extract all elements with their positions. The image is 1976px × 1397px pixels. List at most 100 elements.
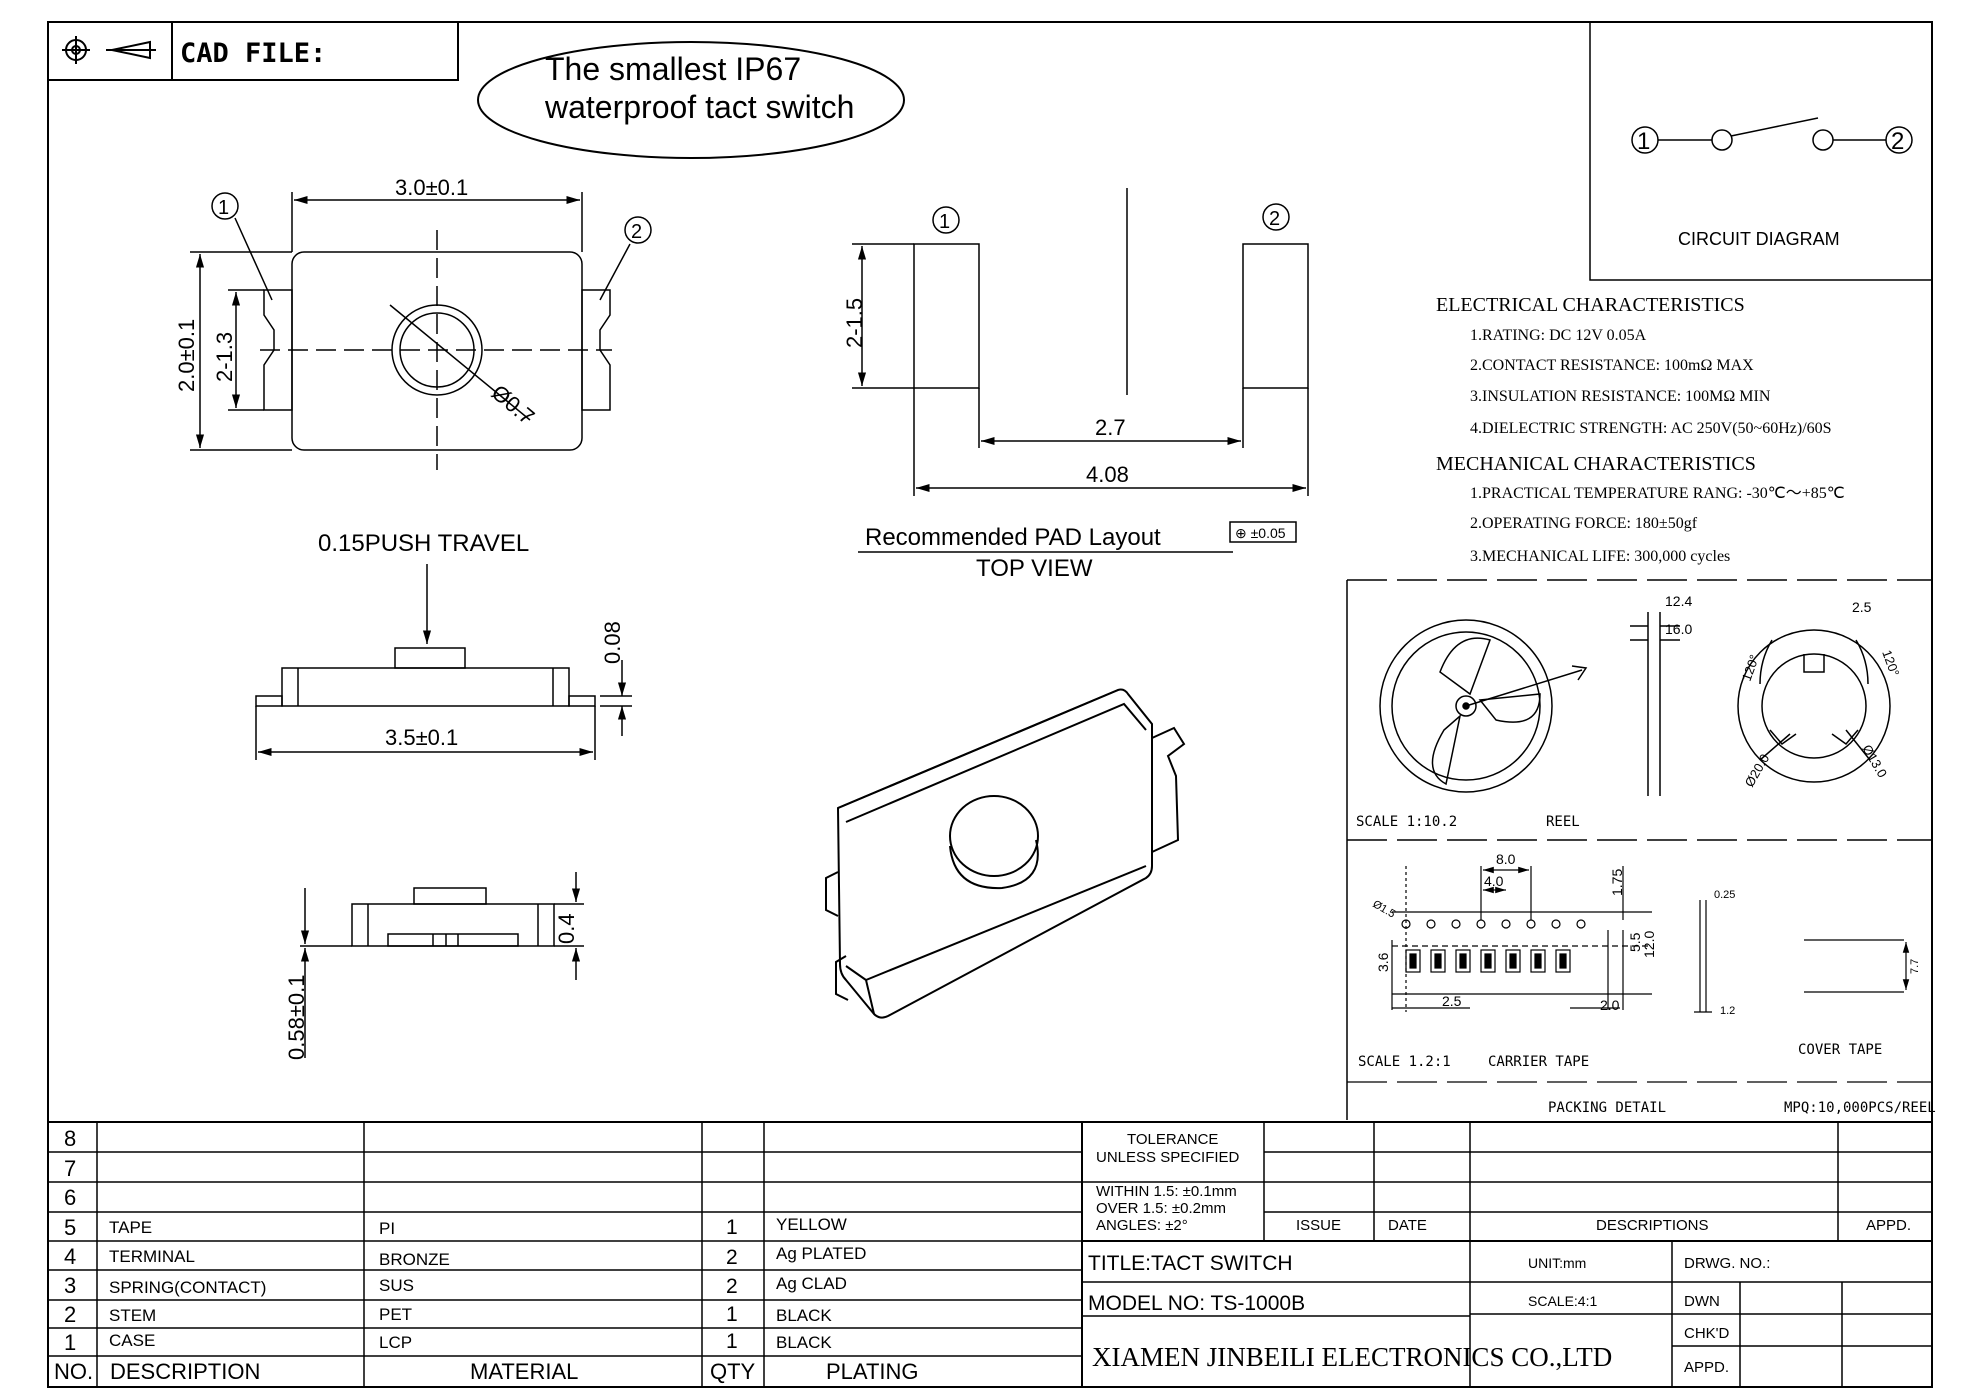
- electrical-item: 1.RATING: DC 12V 0.05A: [1470, 327, 1647, 344]
- bom-qty: 1: [726, 1330, 738, 1353]
- banner-line-2: waterproof tact switch: [544, 89, 854, 125]
- bom-material: PET: [379, 1305, 412, 1324]
- bom-qty: 2: [726, 1246, 738, 1269]
- reel-dim-25: 2.5: [1852, 599, 1872, 615]
- carrier-dim-20: 2.0: [1600, 997, 1620, 1013]
- reel-scale: SCALE 1:10.2: [1356, 814, 1457, 830]
- bom-row-number: 5: [64, 1215, 76, 1240]
- circuit-pin-2: 2: [1891, 128, 1904, 155]
- dwn-label: DWN: [1684, 1293, 1720, 1310]
- circuit-pin-1: 1: [1637, 128, 1650, 155]
- top-view-labels: 3.0±0.1 2.0±0.1 2-1.3 Ø0.7 1 2: [174, 175, 642, 429]
- pad-pin-2: 2: [1269, 208, 1280, 230]
- top-view-drawing: [190, 192, 652, 470]
- characteristics-block: ELECTRICAL CHARACTERISTICS 1.RATING: DC …: [1436, 294, 1845, 565]
- tolerance-angles: ANGLES: ±2°: [1096, 1217, 1188, 1234]
- mechanical-item: 1.PRACTICAL TEMPERATURE RANG: -30℃～+85℃: [1470, 485, 1845, 502]
- dim-terminal-label: 2-1.3: [212, 332, 237, 382]
- packing-detail-label: PACKING DETAIL: [1548, 1100, 1666, 1116]
- issue-header: ISSUE: [1296, 1217, 1341, 1234]
- descriptions-header: DESCRIPTIONS: [1596, 1217, 1709, 1234]
- cover-tape-label: COVER TAPE: [1798, 1042, 1882, 1058]
- unit-label: UNIT:mm: [1528, 1255, 1586, 1271]
- bom-desc: TAPE: [109, 1218, 152, 1237]
- bom-desc: STEM: [109, 1306, 156, 1325]
- cad-file-label: CAD FILE:: [180, 38, 326, 69]
- mechanical-item: 3.MECHANICAL LIFE: 300,000 cycles: [1470, 548, 1730, 565]
- bom-qty: 1: [726, 1303, 738, 1326]
- reel-angle-1: 120°: [1739, 653, 1762, 683]
- scale-label: SCALE:4:1: [1528, 1293, 1597, 1309]
- bom-plating: Ag PLATED: [776, 1244, 866, 1263]
- bom-desc: CASE: [109, 1331, 155, 1350]
- dim-height-label: 2.0±0.1: [174, 319, 199, 392]
- top-pin-2: 2: [631, 221, 642, 243]
- reel-dim-130: Ø13.0: [1859, 742, 1890, 780]
- bom-material: BRONZE: [379, 1250, 450, 1269]
- bom-row-number: 7: [64, 1156, 76, 1181]
- circuit-diagram: 1 2 CIRCUIT DIAGRAM: [1589, 21, 1933, 281]
- circuit-caption: CIRCUIT DIAGRAM: [1678, 229, 1840, 249]
- bom-row-number: 3: [64, 1273, 76, 1298]
- tolerance-over: OVER 1.5: ±0.2mm: [1096, 1200, 1226, 1217]
- end-dim-terminal: 0.4: [554, 913, 579, 944]
- bom-plating: BLACK: [776, 1306, 832, 1325]
- mechanical-heading: MECHANICAL CHARACTERISTICS: [1436, 453, 1756, 475]
- bom-qty: 1: [726, 1216, 738, 1239]
- reel-section: [1346, 579, 1932, 1120]
- reel-dim-160: 16.0: [1665, 621, 1692, 637]
- chkd-label: CHK'D: [1684, 1325, 1730, 1342]
- bom-plating: Ag CLAD: [776, 1274, 847, 1293]
- bom-header-qty: QTY: [710, 1359, 756, 1384]
- isometric-switch-drawing: [825, 688, 1186, 1019]
- reel-label: REEL: [1546, 814, 1580, 830]
- bom-qty: 2: [726, 1275, 738, 1298]
- title-banner: The smallest IP67 waterproof tact switch: [477, 41, 905, 159]
- reel-dim-124: 12.4: [1665, 593, 1692, 609]
- drawing-title: TITLE:TACT SWITCH: [1088, 1252, 1293, 1275]
- tolerance-within: WITHIN 1.5: ±0.1mm: [1096, 1183, 1237, 1200]
- carrier-dim-025: 0.25: [1714, 889, 1735, 901]
- mechanical-item: 2.OPERATING FORCE: 180±50gf: [1470, 515, 1698, 532]
- company-name: XIAMEN JINBEILI ELECTRONICS CO.,LTD: [1092, 1342, 1612, 1372]
- bom-row-number: 1: [64, 1330, 76, 1355]
- push-travel-label: 0.15PUSH TRAVEL: [318, 530, 529, 557]
- carrier-tape-section: [1347, 866, 1932, 1083]
- pad-layout-drawing: [852, 188, 1309, 553]
- electrical-item: 4.DIELECTRIC STRENGTH: AC 250V(50~60Hz)/…: [1470, 420, 1832, 437]
- bom-row-number: 4: [64, 1244, 76, 1269]
- electrical-item: 2.CONTACT RESISTANCE: 100mΩ MAX: [1470, 357, 1754, 374]
- bom-table: 8 7 6 5 4 3 2 1 TAPE PI 1 YELLOW TERMINA…: [48, 1121, 1932, 1387]
- reel-dim-200: Ø20.0: [1742, 751, 1773, 789]
- carrier-dim-55: 5.5: [1627, 932, 1643, 952]
- side-view-drawing: [255, 564, 632, 760]
- carrier-dim-36: 3.6: [1375, 952, 1391, 972]
- end-view-drawing: [300, 872, 584, 1058]
- dim-width-label: 3.0±0.1: [395, 175, 468, 200]
- carrier-dim-12: 1.2: [1720, 1005, 1735, 1017]
- pad-layout-subtitle: TOP VIEW: [976, 555, 1093, 582]
- pad-tolerance: ⊕ ±0.05: [1235, 525, 1286, 541]
- drawing-border: [47, 21, 1933, 1388]
- bom-desc: TERMINAL: [109, 1247, 195, 1266]
- carrier-dim-175: 1.75: [1609, 869, 1625, 896]
- bom-desc: SPRING(CONTACT): [109, 1278, 266, 1297]
- electrical-item: 3.INSULATION RESISTANCE: 100MΩ MIN: [1470, 388, 1771, 405]
- appd-header: APPD.: [1866, 1217, 1911, 1234]
- side-view-labels: 0.15PUSH TRAVEL 0.08 3.5±0.1: [318, 530, 625, 750]
- bom-plating: BLACK: [776, 1333, 832, 1352]
- appd-label: APPD.: [1684, 1359, 1729, 1376]
- reel-icon: [1379, 619, 1553, 793]
- pad-layout-title: Recommended PAD Layout: [865, 524, 1161, 551]
- carrier-dim-40: 4.0: [1484, 873, 1504, 889]
- pad-dim-height: 2-1.5: [842, 298, 867, 348]
- drawing-number-label: DRWG. NO.:: [1684, 1255, 1770, 1272]
- cad-file-header: CAD FILE:: [47, 21, 459, 81]
- bom-plating: YELLOW: [776, 1215, 847, 1234]
- bom-material: SUS: [379, 1276, 414, 1295]
- bom-header-material: MATERIAL: [470, 1359, 578, 1384]
- pad-layout-labels: 1 2 2-1.5 2.7 4.08 Recommended PAD Layou…: [842, 208, 1286, 582]
- model-number: MODEL NO: TS-1000B: [1088, 1292, 1305, 1315]
- pad-pin-1: 1: [939, 211, 950, 233]
